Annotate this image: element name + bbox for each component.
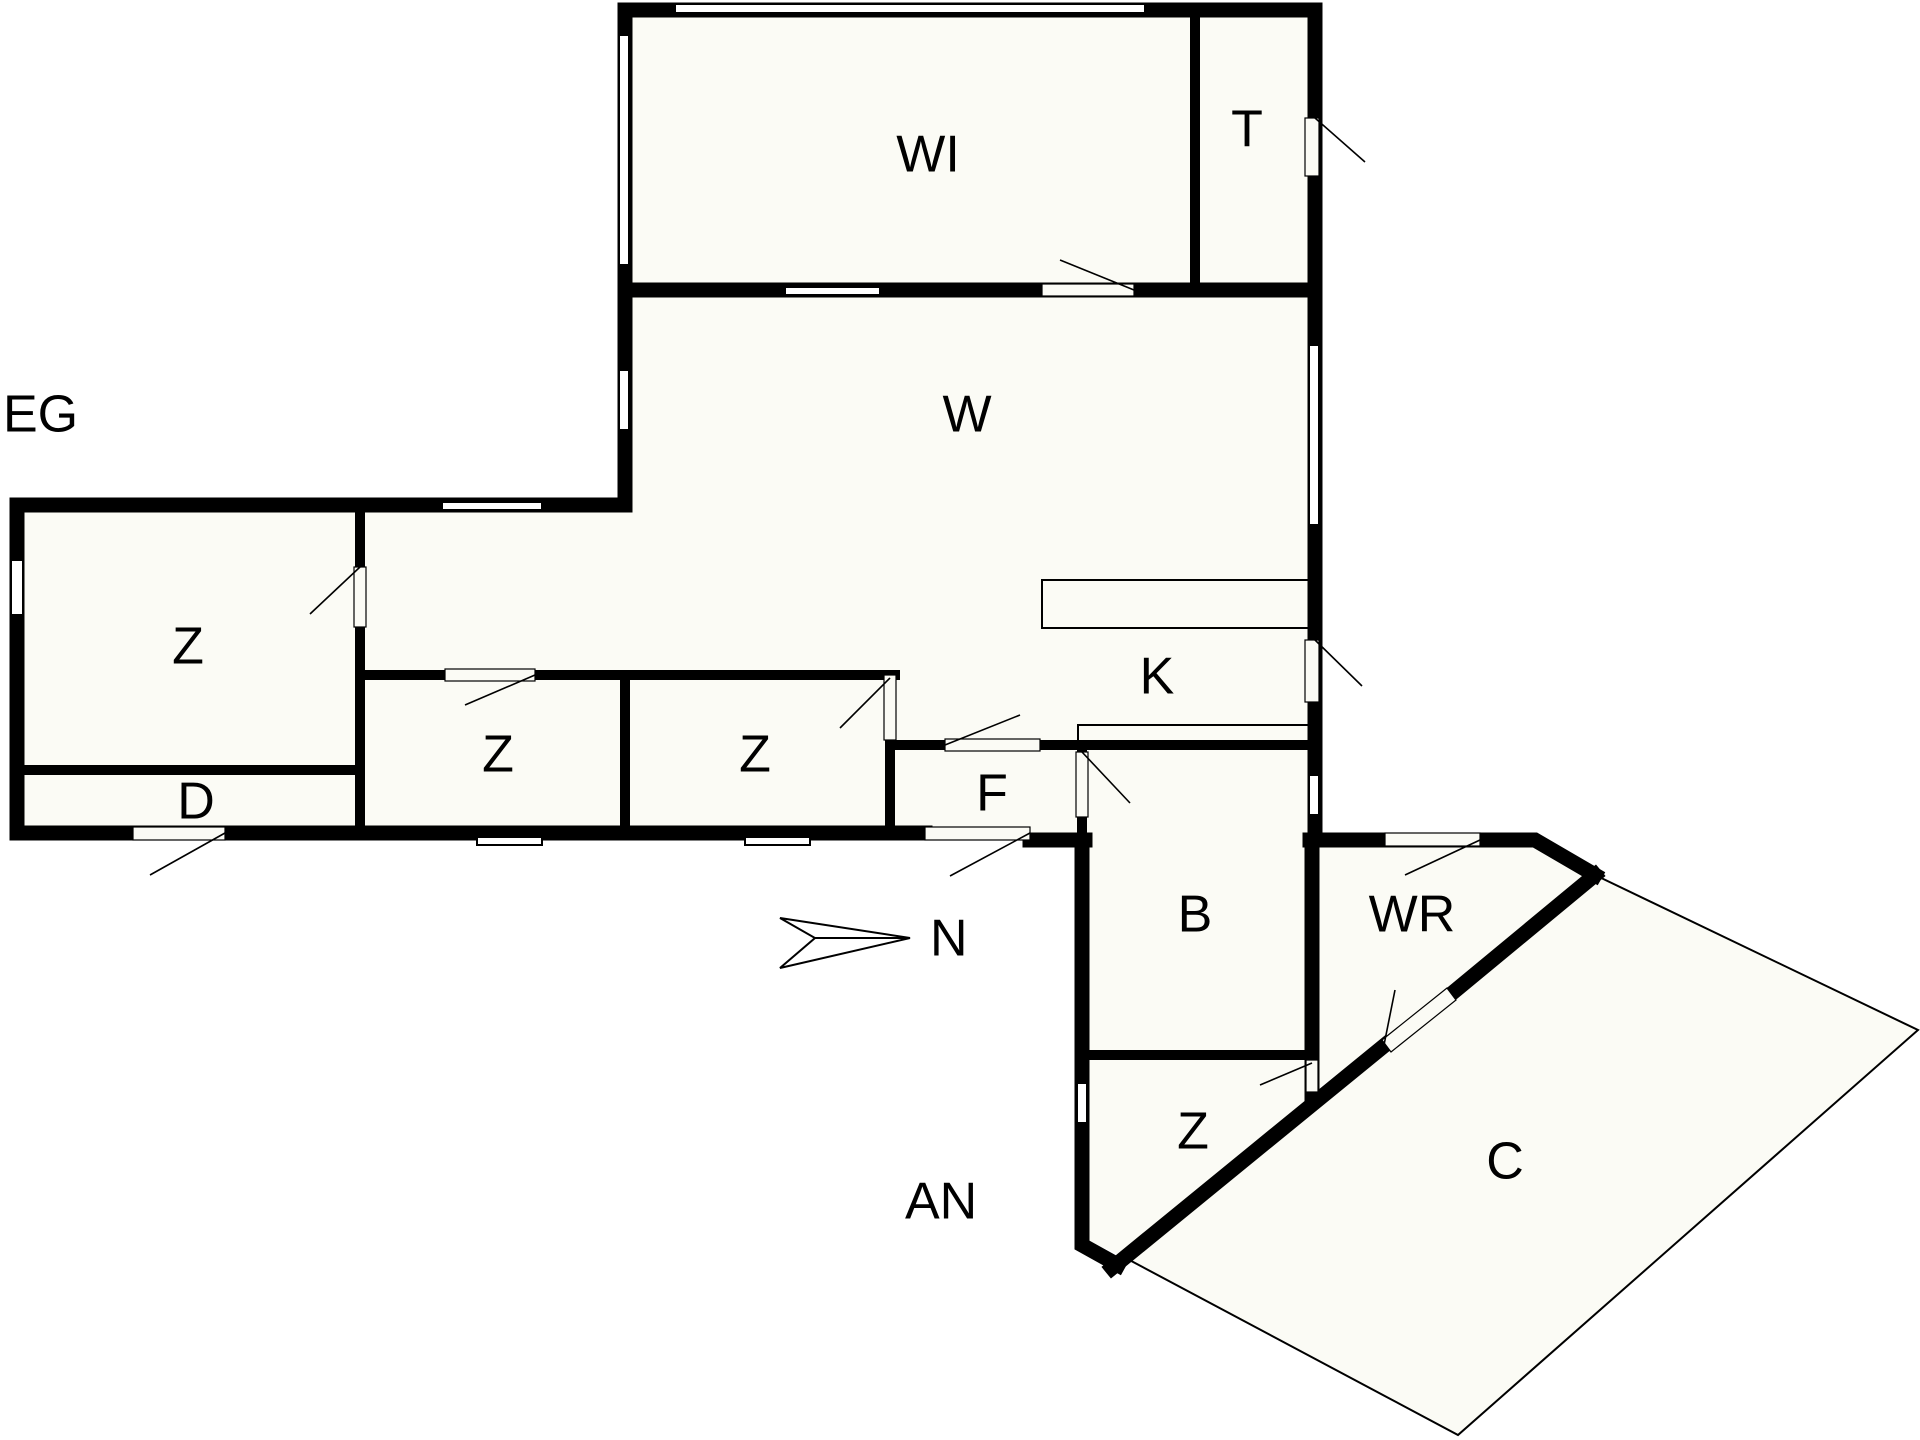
north-arrow-icon <box>779 917 911 969</box>
window <box>10 559 24 616</box>
room-fills <box>10 10 1918 1435</box>
door <box>1304 639 1320 703</box>
room-label-d: D <box>177 773 215 831</box>
interior-walls <box>12 5 1323 1060</box>
window <box>441 501 543 511</box>
room-label-z4: Z <box>1177 1103 1209 1161</box>
kitchen-counters <box>1041 579 1308 745</box>
door <box>444 668 536 682</box>
room-label-wi: WI <box>896 126 960 184</box>
door <box>944 738 1041 752</box>
room-label-wr: WR <box>1369 886 1456 944</box>
door <box>353 566 367 628</box>
room-label-f: F <box>976 765 1008 823</box>
window <box>674 3 1146 14</box>
carport-outline <box>1119 874 1920 1437</box>
north-label: N <box>930 910 968 968</box>
window <box>618 369 630 431</box>
windows <box>10 3 1320 1124</box>
room-label-k: K <box>1140 648 1175 706</box>
counter <box>1077 724 1308 745</box>
window <box>476 836 543 846</box>
floor-label: EG <box>3 386 78 444</box>
room-label-c: C <box>1486 1133 1524 1191</box>
room-label-t: T <box>1231 101 1263 159</box>
door <box>924 826 1031 841</box>
doors <box>132 117 1481 1093</box>
door <box>1305 1059 1319 1093</box>
door <box>1384 832 1481 847</box>
counter <box>1041 579 1308 629</box>
room-label-z1: Z <box>172 618 204 676</box>
window <box>1308 344 1320 526</box>
door <box>1304 117 1320 177</box>
door <box>1041 283 1135 297</box>
door <box>883 674 897 741</box>
room-label-z3: Z <box>739 726 771 784</box>
door <box>1381 987 1457 1053</box>
window <box>784 286 881 296</box>
annex-label: AN <box>905 1173 977 1231</box>
room-label-w: W <box>942 386 991 444</box>
window <box>1076 1082 1088 1124</box>
window <box>1308 774 1320 816</box>
room-label-b: B <box>1178 886 1213 944</box>
window <box>744 836 811 846</box>
door <box>1075 751 1089 818</box>
window <box>618 34 630 266</box>
room-label-z2: Z <box>482 726 514 784</box>
